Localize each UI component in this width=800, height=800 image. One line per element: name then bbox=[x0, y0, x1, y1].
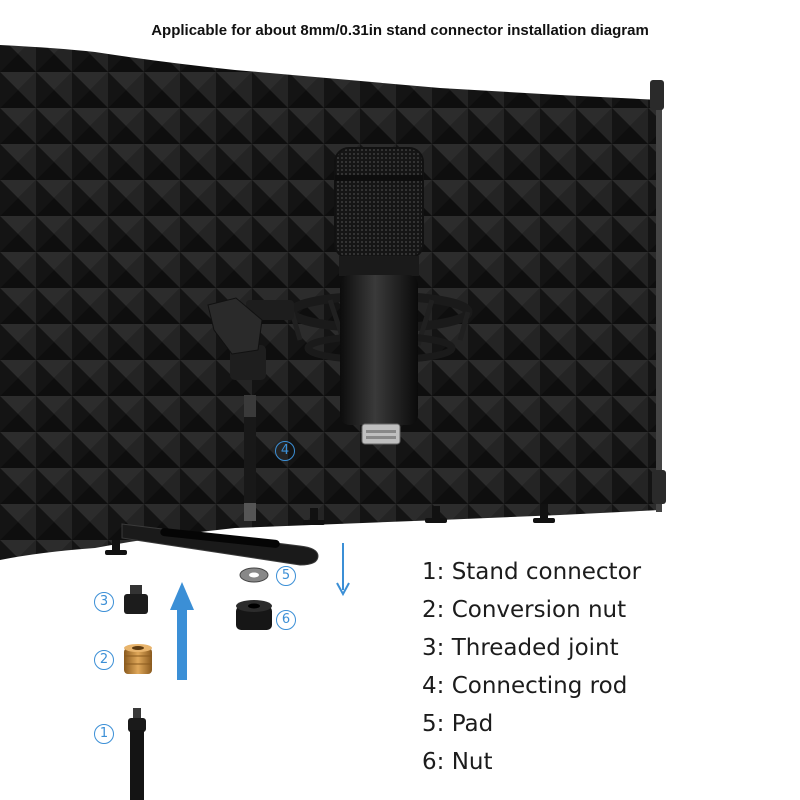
legend-item-stand-connector: 1: Stand connector bbox=[422, 559, 642, 585]
top-clip-right bbox=[650, 80, 664, 110]
mounting-bracket bbox=[121, 523, 319, 566]
parts-legend: 1: Stand connector 2: Conversion nut 3: … bbox=[422, 556, 641, 784]
legend-item-threaded-joint: 3: Threaded joint bbox=[422, 635, 619, 661]
arrow-down-icon bbox=[336, 543, 350, 597]
microphone bbox=[334, 147, 424, 445]
threaded-joint bbox=[124, 585, 148, 614]
foam-panel-center-left bbox=[95, 52, 235, 548]
arrow-up-icon bbox=[170, 582, 194, 680]
diagram-title: Applicable for about 8mm/0.31in stand co… bbox=[151, 22, 649, 39]
pad bbox=[239, 567, 269, 583]
callout-2: 2 bbox=[94, 650, 114, 670]
shield-frame-edge bbox=[656, 96, 662, 512]
knob bbox=[207, 297, 266, 380]
callout-3: 3 bbox=[94, 592, 114, 612]
callout-6: 6 bbox=[276, 610, 296, 630]
legend-item-pad: 5: Pad bbox=[422, 711, 494, 737]
stand-connector bbox=[128, 708, 146, 800]
callout-1: 1 bbox=[94, 724, 114, 744]
callout-4: 4 bbox=[275, 441, 295, 461]
foam-panel-left bbox=[0, 45, 95, 560]
nut bbox=[236, 600, 272, 630]
legend-item-nut: 6: Nut bbox=[422, 749, 493, 775]
shield-feet bbox=[105, 504, 555, 555]
conversion-nut bbox=[124, 644, 152, 674]
foam-panel-right bbox=[560, 95, 660, 515]
foam-panel-center-right bbox=[440, 88, 560, 520]
callout-5: 5 bbox=[276, 566, 296, 586]
legend-item-connecting-rod: 4: Connecting rod bbox=[422, 673, 628, 699]
legend-item-conversion-nut: 2: Conversion nut bbox=[422, 597, 627, 623]
connecting-rod bbox=[244, 395, 256, 521]
side-clip-right bbox=[652, 470, 666, 504]
